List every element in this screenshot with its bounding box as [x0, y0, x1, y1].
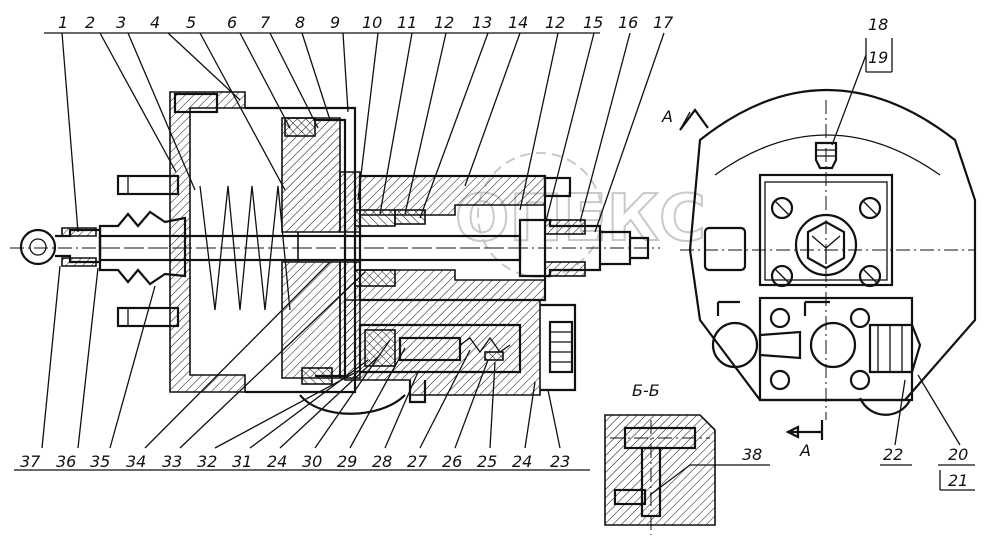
bottom-leaders [14, 261, 590, 471]
callout-38: 38 [742, 445, 762, 464]
callout-28: 28 [372, 452, 392, 471]
right-leaders [831, 38, 975, 491]
callout-12b: 12 [545, 13, 565, 32]
callout-32: 32 [197, 452, 217, 471]
view-a-label-top: А [661, 107, 673, 126]
callout-23: 23 [550, 452, 570, 471]
callout-26: 26 [442, 452, 462, 471]
callout-8: 8 [295, 13, 305, 32]
callout-27: 27 [407, 452, 428, 471]
callout-7: 7 [260, 13, 271, 32]
callout-18: 18 [868, 15, 888, 34]
view-a-markers: А А [661, 107, 824, 460]
section-b-view: Б-Б 38 [604, 381, 770, 535]
callout-36: 36 [56, 452, 76, 471]
callout-11: 11 [397, 13, 417, 32]
end-view [680, 88, 977, 420]
callout-35: 35 [90, 452, 110, 471]
callout-24: 24 [267, 452, 287, 471]
bolt-group [770, 196, 882, 288]
callout-33: 33 [162, 452, 182, 471]
callout-17: 17 [653, 13, 674, 32]
watermark: ОПЕКС [454, 152, 707, 278]
callout-30: 30 [302, 452, 322, 471]
callout-22: 22 [883, 445, 903, 464]
callout-10: 10 [362, 13, 382, 32]
callout-34: 34 [126, 452, 146, 471]
callout-1: 1 [58, 13, 68, 32]
callout-29: 29 [337, 452, 357, 471]
top-callouts: 1 2 3 4 5 6 7 8 9 10 11 12 13 14 12 15 1… [58, 13, 674, 32]
callout-15: 15 [583, 13, 603, 32]
right-callouts: 18 19 22 20 21 [868, 15, 968, 490]
section-b-label: Б-Б [632, 381, 660, 400]
callout-9: 9 [330, 13, 340, 32]
callout-2: 2 [85, 13, 95, 32]
callout-25: 25 [477, 452, 497, 471]
view-a-label-bottom: А [799, 441, 811, 460]
callout-24b: 24 [512, 452, 532, 471]
callout-13: 13 [472, 13, 492, 32]
top-leaders [44, 32, 665, 233]
callout-3: 3 [116, 13, 126, 32]
callout-37: 37 [20, 452, 41, 471]
callout-6: 6 [227, 13, 237, 32]
callout-12: 12 [434, 13, 454, 32]
callout-16: 16 [618, 13, 638, 32]
callout-5: 5 [186, 13, 196, 32]
main-section-view [10, 91, 660, 415]
callout-4: 4 [150, 13, 160, 32]
bottom-callouts: 37 36 35 34 33 32 31 24 30 29 28 27 26 2… [20, 452, 570, 471]
callout-31: 31 [232, 452, 252, 471]
callout-19: 19 [868, 48, 888, 67]
callout-21: 21 [948, 471, 968, 490]
callout-20: 20 [948, 445, 968, 464]
callout-14: 14 [508, 13, 528, 32]
